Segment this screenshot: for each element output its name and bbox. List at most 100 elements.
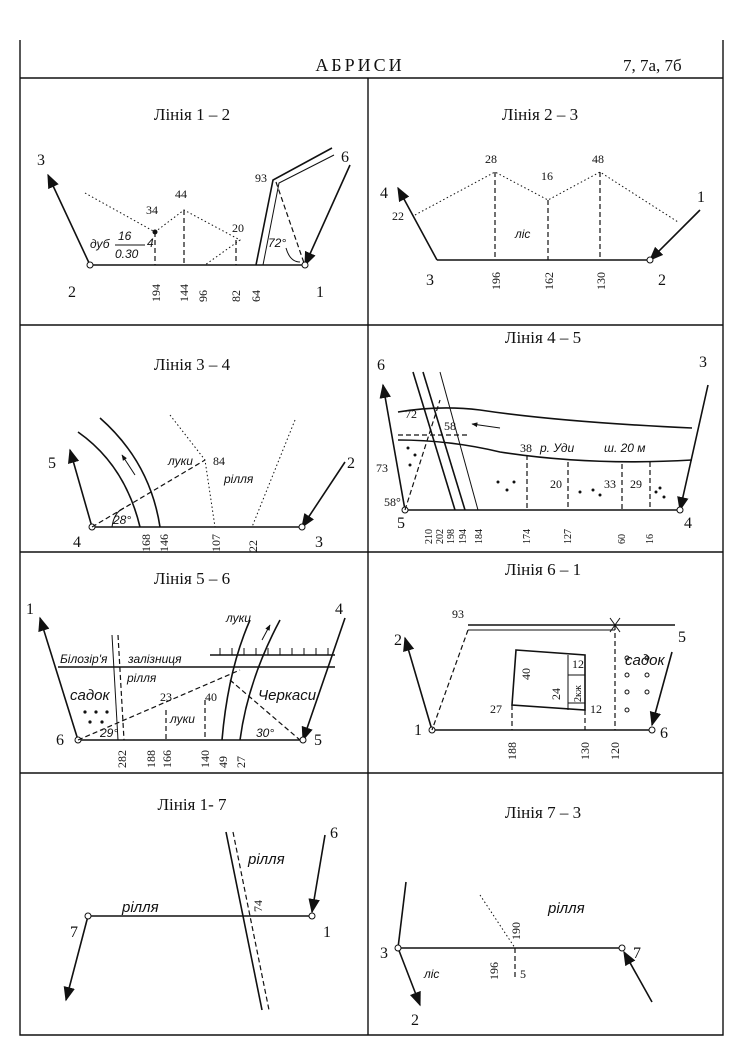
- meadow-label: луки: [169, 712, 195, 726]
- sheet-frame: [19, 40, 724, 1036]
- chainage-label: 184: [474, 529, 485, 544]
- point-label: 1: [323, 924, 331, 941]
- panel-line-1-2: Лінія 1 – 2 3 6 2 1 34 44 20 93 дуб 16 0…: [37, 105, 351, 302]
- chainage-label: 190: [509, 922, 523, 940]
- chainage-label: 202: [435, 529, 446, 544]
- offset-label: 44: [175, 187, 187, 201]
- offset-label: 24: [549, 688, 563, 700]
- point-label: 5: [314, 732, 322, 749]
- chainage-label: 49: [216, 756, 230, 768]
- chainage-label: 22: [246, 540, 260, 552]
- chainage-label: 130: [594, 272, 608, 290]
- point-label: 3: [315, 534, 323, 551]
- point-label: 3: [37, 152, 45, 169]
- point-label: 5: [397, 515, 405, 532]
- point-label: 2: [394, 632, 402, 649]
- chainage-label: 194: [149, 284, 163, 302]
- chainage-label: 210: [424, 529, 435, 544]
- offset-label: 48: [592, 152, 604, 166]
- point-label: 1: [697, 189, 705, 206]
- chainage-label: 5: [520, 967, 526, 981]
- chainage-label: 282: [115, 750, 129, 768]
- point-label: 3: [699, 354, 707, 371]
- point-label: 4: [73, 534, 81, 551]
- chainage-label: 198: [446, 529, 457, 544]
- chainage-label: 144: [177, 284, 191, 302]
- sheet-title: АБРИСИ: [315, 55, 404, 75]
- river-width-label: ш. 20 м: [604, 441, 646, 455]
- panel-line-4-5: Лінія 4 – 5 6 3 5 4 72 58 73: [376, 328, 709, 544]
- panel-line-2-3: Лінія 2 – 3 4 1 3 2 22 28 16 48 ліс 196 …: [380, 105, 705, 290]
- offset-label: 72: [405, 407, 417, 421]
- point-label: 6: [341, 149, 349, 166]
- point-label: 5: [48, 455, 56, 472]
- chainage-label: 196: [487, 962, 501, 980]
- chainage-label: 96: [196, 290, 210, 302]
- panel-title: Лінія 7 – 3: [505, 803, 581, 822]
- angle-label: 30°: [256, 726, 274, 740]
- chainage-label: 162: [542, 272, 556, 290]
- chainage-label: 107: [209, 534, 223, 552]
- chainage-label: 82: [229, 290, 243, 302]
- house-label: 2кж: [573, 685, 584, 702]
- point-label: 1: [414, 722, 422, 739]
- offset-label: 93: [255, 171, 267, 185]
- point-label: 2: [68, 284, 76, 301]
- city-label: Черкаси: [258, 687, 317, 704]
- offset-label: 12: [572, 657, 584, 671]
- panel-line-3-4: Лінія 3 – 4 5 2 4 3 84 луки рілля 28° 16…: [48, 355, 355, 552]
- oak-fraction-den: 0.30: [115, 247, 139, 261]
- chainage-label: 16: [645, 534, 656, 544]
- field-label: рілля: [126, 671, 157, 685]
- point-label: 2: [347, 455, 355, 472]
- offset-label: 29: [630, 477, 642, 491]
- point-label: 3: [426, 272, 434, 289]
- meadow-label: луки: [167, 454, 193, 468]
- offset-label: 58°: [384, 495, 401, 509]
- point-label: 3: [380, 945, 388, 962]
- offset-label: 40: [205, 690, 217, 704]
- railway-label: залізниця: [127, 652, 182, 666]
- offset-label: 23: [160, 690, 172, 704]
- offset-label: 40: [519, 668, 533, 680]
- offset-label: 22: [392, 209, 404, 223]
- meadow-label: луки: [225, 611, 251, 625]
- offset-label: 27: [490, 702, 502, 716]
- point-label: 6: [56, 732, 64, 749]
- point-label: 6: [660, 725, 668, 742]
- offset-label: 28: [485, 152, 497, 166]
- chainage-label: 168: [139, 534, 153, 552]
- panel-title: Лінія 6 – 1: [505, 560, 581, 579]
- chainage-label: 174: [522, 529, 533, 544]
- chainage-label: 74: [251, 900, 265, 912]
- oak-label: дуб: [90, 237, 111, 251]
- point-label: 5: [678, 629, 686, 646]
- forest-label: ліс: [423, 967, 439, 981]
- angle-label: 29°: [99, 726, 118, 740]
- point-label: 4: [335, 601, 343, 618]
- river-label: р. Уди: [539, 441, 575, 455]
- offset-label: 73: [376, 461, 388, 475]
- oak-fraction-num: 16: [118, 229, 132, 243]
- field-label: рілля: [247, 851, 285, 868]
- angle-label: 72°: [268, 236, 286, 250]
- chainage-label: 64: [249, 290, 263, 302]
- field-label: рілля: [547, 900, 585, 917]
- point-label: 6: [377, 357, 385, 374]
- sheet-refs: 7, 7а, 7б: [623, 56, 682, 75]
- point-label: 4: [684, 515, 692, 532]
- offset-label: 33: [604, 477, 616, 491]
- panel-line-6-1: Лінія 6 – 1 2 5 1 6 садок 93 40 12 24: [394, 560, 686, 760]
- chainage-label: 188: [505, 742, 519, 760]
- garden-label: садок: [625, 652, 665, 669]
- chainage-label: 140: [198, 750, 212, 768]
- offset-label: 16: [541, 169, 553, 183]
- chainage-label: 130: [578, 742, 592, 760]
- panel-title: Лінія 1- 7: [157, 795, 227, 814]
- panel-line-5-6: Лінія 5 – 6 1 4: [26, 569, 346, 768]
- offset-label: 20: [550, 477, 562, 491]
- panel-title: Лінія 3 – 4: [154, 355, 231, 374]
- chainage-label: 127: [563, 529, 574, 544]
- chainage-label: 196: [489, 272, 503, 290]
- offset-label: 58: [444, 419, 456, 433]
